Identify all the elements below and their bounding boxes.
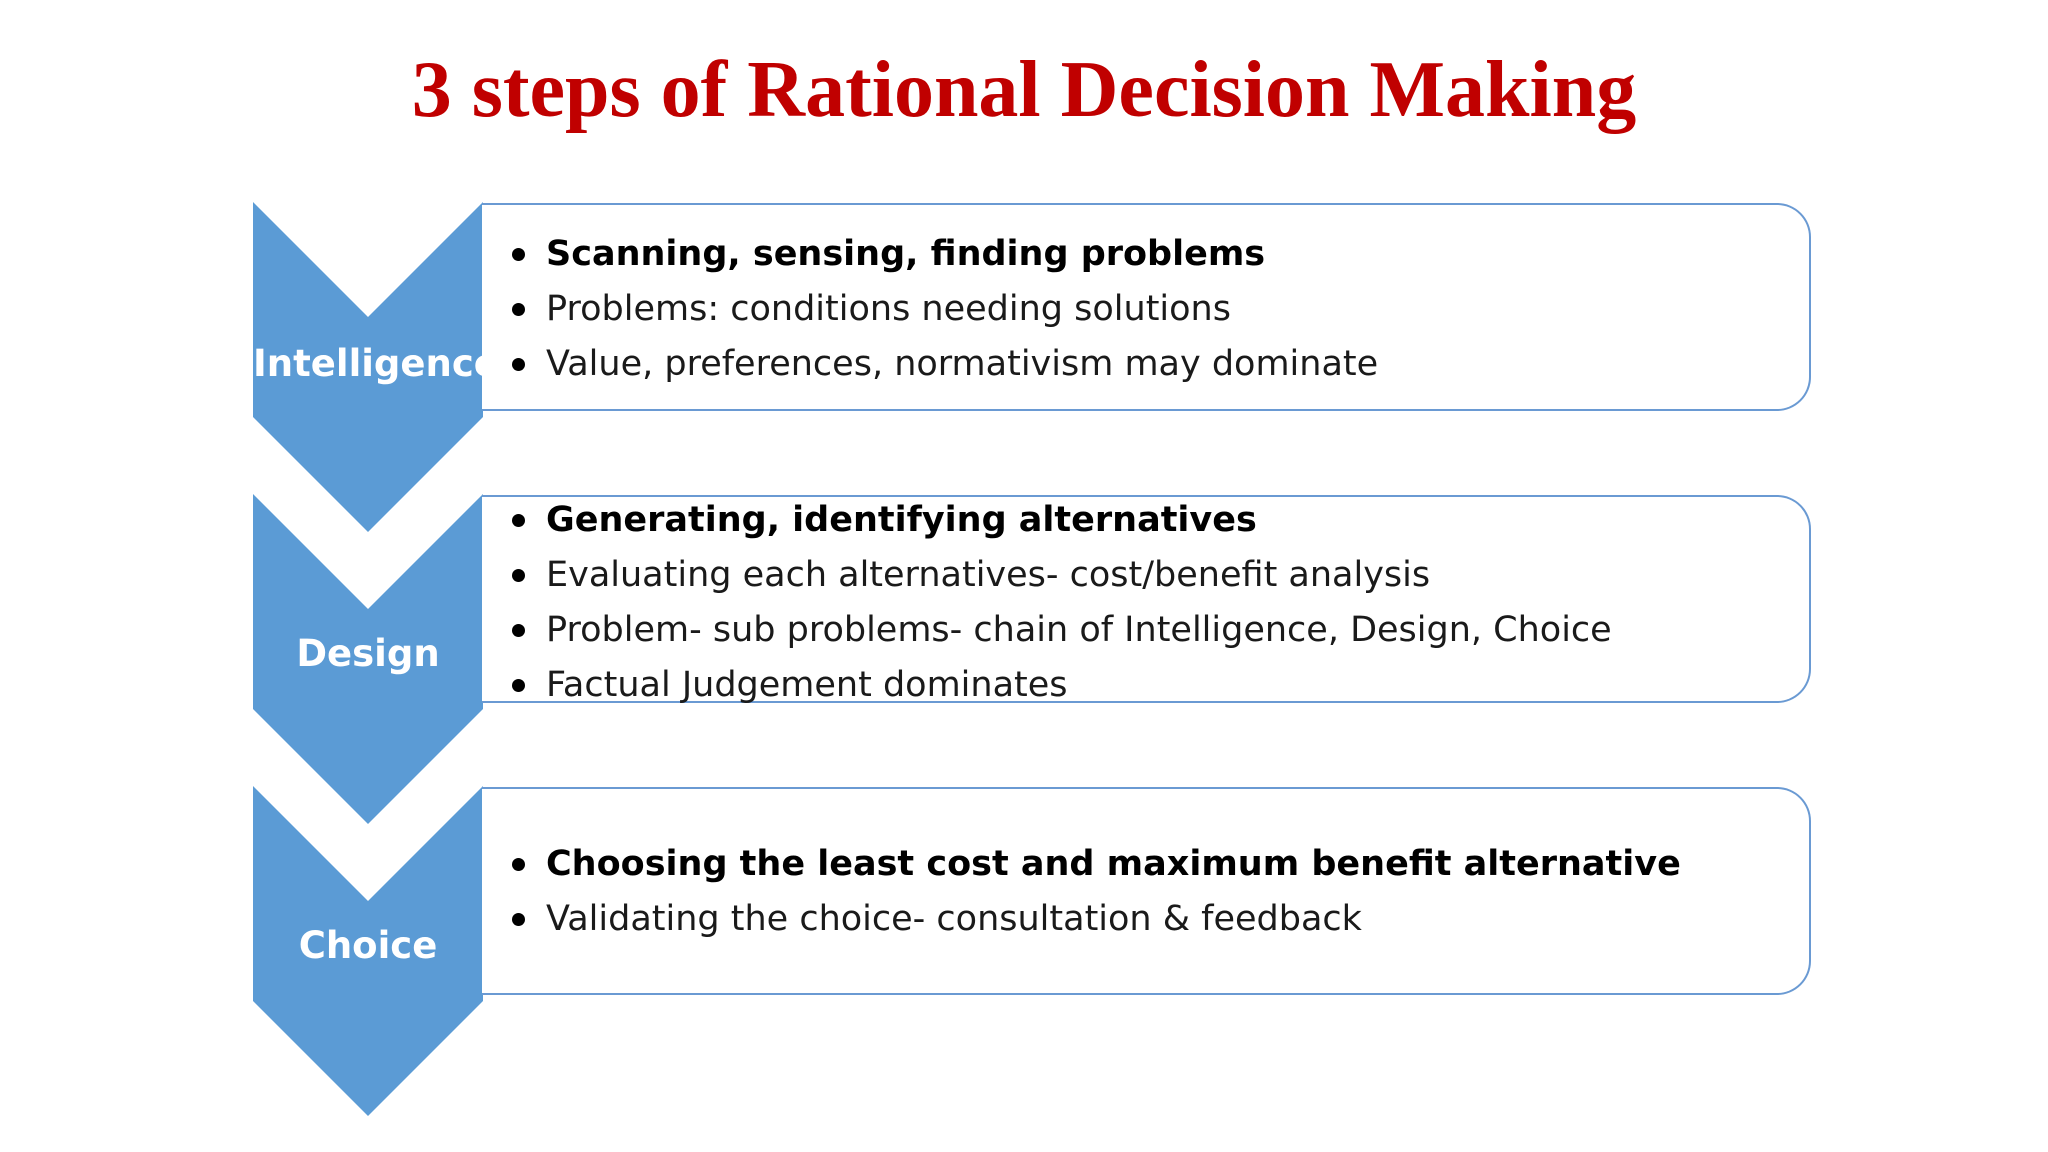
step-box-design: Generating, identifying alternatives Eva…: [482, 495, 1811, 705]
chevron-shape: [253, 494, 483, 824]
bullet-icon: [512, 303, 525, 316]
slide-title: 3 steps of Rational Decision Making: [411, 46, 1637, 134]
step-box-choice: Choosing the least cost and maximum bene…: [482, 787, 1811, 995]
bullet-item: Validating the choice- consultation & fe…: [510, 892, 1789, 947]
bullet-item: Problems: conditions needing solutions: [510, 282, 1789, 337]
bullet-icon: [512, 248, 525, 261]
chevron-shape: [253, 786, 483, 1116]
bullet-item: Value, preferences, normativism may domi…: [510, 337, 1789, 392]
step-box-intelligence: Scanning, sensing, finding problems Prob…: [482, 203, 1811, 411]
bullet-text: Evaluating each alternatives- cost/benef…: [546, 555, 1431, 595]
bullet-list: Choosing the least cost and maximum bene…: [510, 837, 1789, 947]
bullet-item: Generating, identifying alternatives: [510, 493, 1789, 548]
bullet-item: Problem- sub problems- chain of Intellig…: [510, 603, 1789, 658]
bullet-text: Generating, identifying alternatives: [546, 500, 1257, 540]
step-label: Design: [296, 632, 440, 675]
bullet-item: Evaluating each alternatives- cost/benef…: [510, 548, 1789, 603]
bullet-icon: [512, 358, 525, 371]
bullet-item: Factual Judgement dominates: [510, 658, 1789, 713]
bullet-text: Validating the choice- consultation & fe…: [546, 899, 1362, 939]
bullet-icon: [512, 679, 525, 692]
bullet-text: Problem- sub problems- chain of Intellig…: [546, 610, 1612, 650]
bullet-text: Choosing the least cost and maximum bene…: [546, 844, 1681, 884]
bullet-list: Generating, identifying alternatives Eva…: [510, 493, 1789, 713]
bullet-icon: [512, 624, 525, 637]
bullet-icon: [512, 913, 525, 926]
chevron-intelligence: Intelligence: [253, 202, 499, 532]
bullet-text: Scanning, sensing, finding problems: [546, 234, 1266, 274]
chevron-shape: [253, 202, 483, 532]
bullet-text: Value, preferences, normativism may domi…: [546, 344, 1379, 384]
bullet-text: Factual Judgement dominates: [546, 665, 1068, 705]
bullet-text: Problems: conditions needing solutions: [546, 289, 1231, 329]
chevron-choice: Choice: [253, 786, 483, 1116]
bullet-icon: [512, 858, 525, 871]
step-label: Choice: [298, 924, 438, 967]
step-label: Intelligence: [253, 342, 499, 385]
chevron-design: Design: [253, 494, 483, 824]
bullet-icon: [512, 514, 525, 527]
bullet-item: Scanning, sensing, finding problems: [510, 227, 1789, 282]
bullet-list: Scanning, sensing, finding problems Prob…: [510, 227, 1789, 392]
bullet-item: Choosing the least cost and maximum bene…: [510, 837, 1789, 892]
bullet-icon: [512, 569, 525, 582]
